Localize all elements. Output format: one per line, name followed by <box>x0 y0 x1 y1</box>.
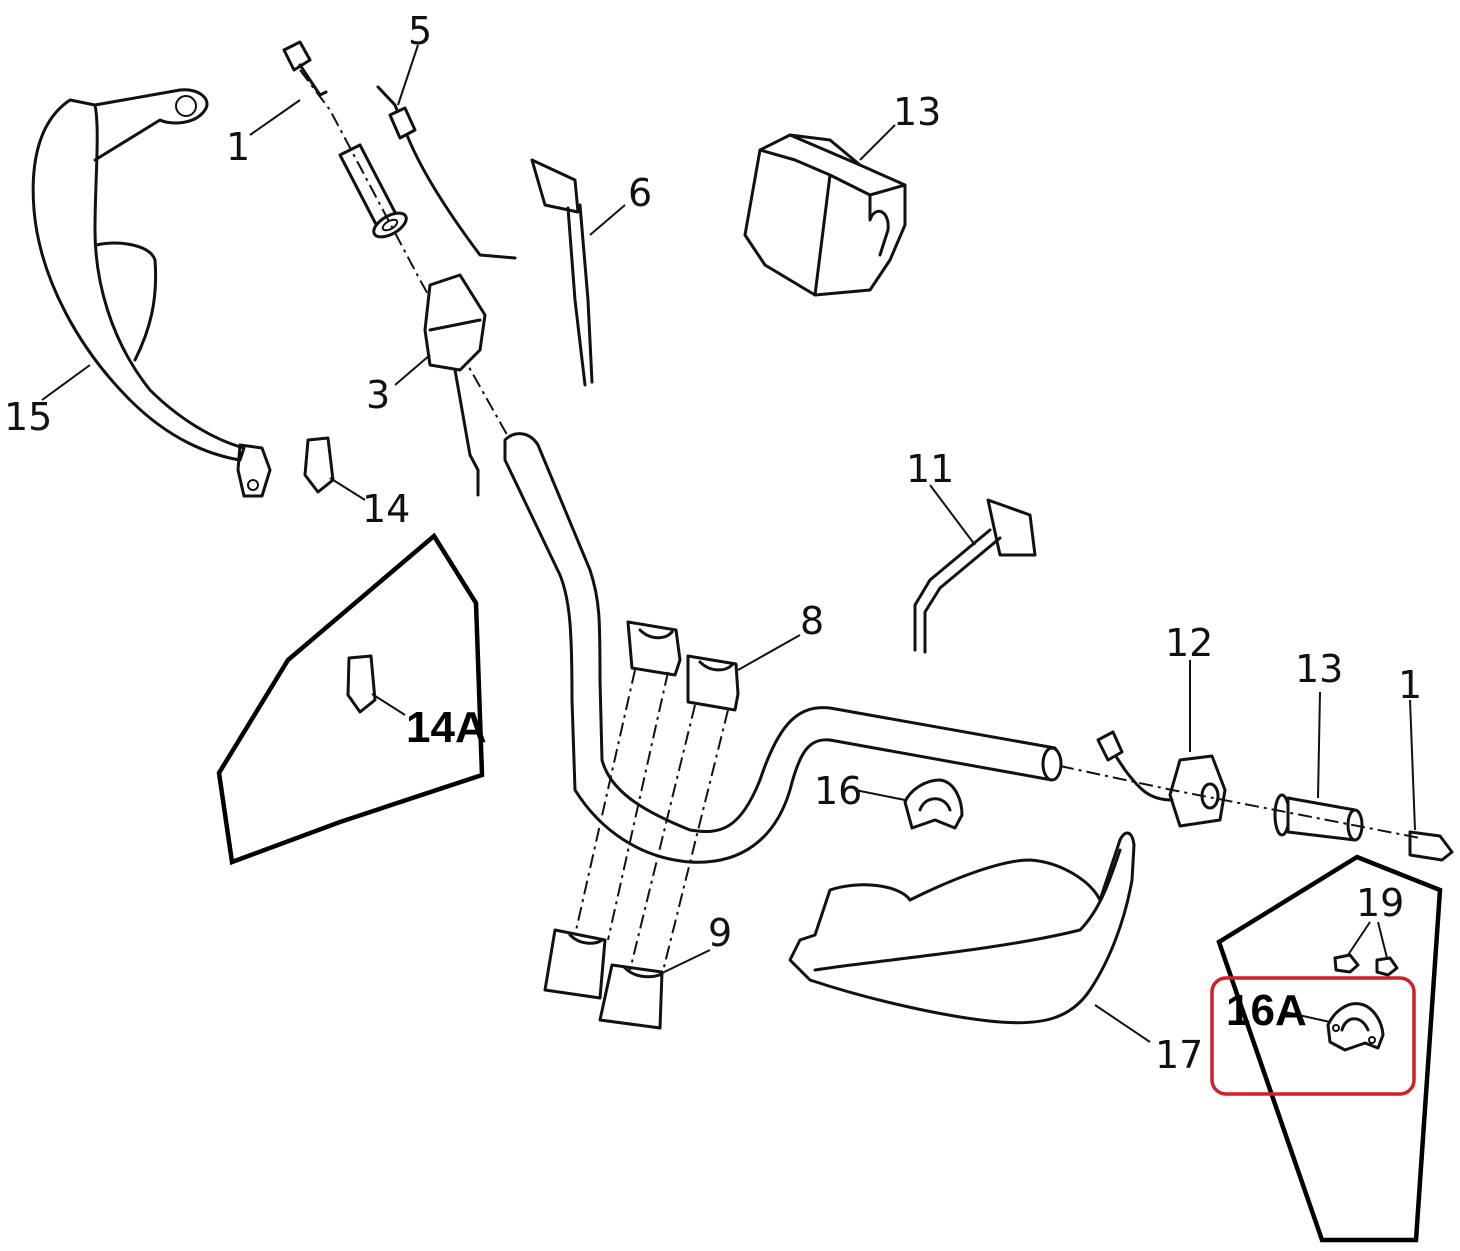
handlebar <box>503 432 1063 864</box>
callout-8: 8 <box>800 599 824 643</box>
inset-panel-16a <box>1216 854 1443 1243</box>
bracket-16a <box>1326 1002 1385 1052</box>
callout-12: 12 <box>1165 621 1213 665</box>
callout-1-right: 1 <box>1398 663 1422 707</box>
callout-15: 15 <box>4 395 52 439</box>
callout-11: 11 <box>906 447 954 491</box>
grip-upper <box>338 143 408 239</box>
bracket-16 <box>903 778 964 830</box>
switch-housing-right <box>1096 730 1227 828</box>
callout-17: 17 <box>1155 1033 1203 1077</box>
nuts-19 <box>1333 953 1399 977</box>
switch-housing-left <box>423 273 487 497</box>
bar-end-bolt-right <box>1408 830 1454 862</box>
upper-riser-clamps <box>626 620 740 712</box>
riser-dash-lines <box>574 669 729 976</box>
callout-1-upper: 1 <box>226 125 250 169</box>
callout-14: 14 <box>362 487 410 531</box>
mirror <box>913 498 1037 654</box>
axis-right <box>1059 765 1421 839</box>
callout-5: 5 <box>408 9 432 53</box>
throttle-grip-right <box>1273 793 1364 842</box>
clutch-lever <box>530 158 594 387</box>
callout-9: 9 <box>708 911 732 955</box>
callout-6: 6 <box>628 171 652 215</box>
callout-19: 19 <box>1356 881 1404 925</box>
throttle-cable <box>376 85 517 260</box>
callout-16a: 16A <box>1226 986 1307 1035</box>
bar-end-bolt-upper <box>282 40 328 97</box>
callout-labels: 1 5 6 13 15 3 14 14A 11 8 12 13 1 16 9 1… <box>4 9 1422 1077</box>
highlight-box-16a <box>1210 976 1416 1096</box>
clip-14 <box>303 436 335 494</box>
clip-14a <box>346 654 377 714</box>
handguard-right <box>788 831 1136 1025</box>
callout-3: 3 <box>366 373 390 417</box>
handlebar-pad <box>743 133 907 297</box>
handguard-left <box>31 88 272 498</box>
callout-16: 16 <box>814 769 862 813</box>
callout-14a: 14A <box>406 703 487 752</box>
lower-riser-clamps <box>543 928 664 1030</box>
leader-lines <box>41 44 1416 1043</box>
callout-13-right: 13 <box>1295 647 1343 691</box>
callout-13-upper: 13 <box>893 90 941 134</box>
